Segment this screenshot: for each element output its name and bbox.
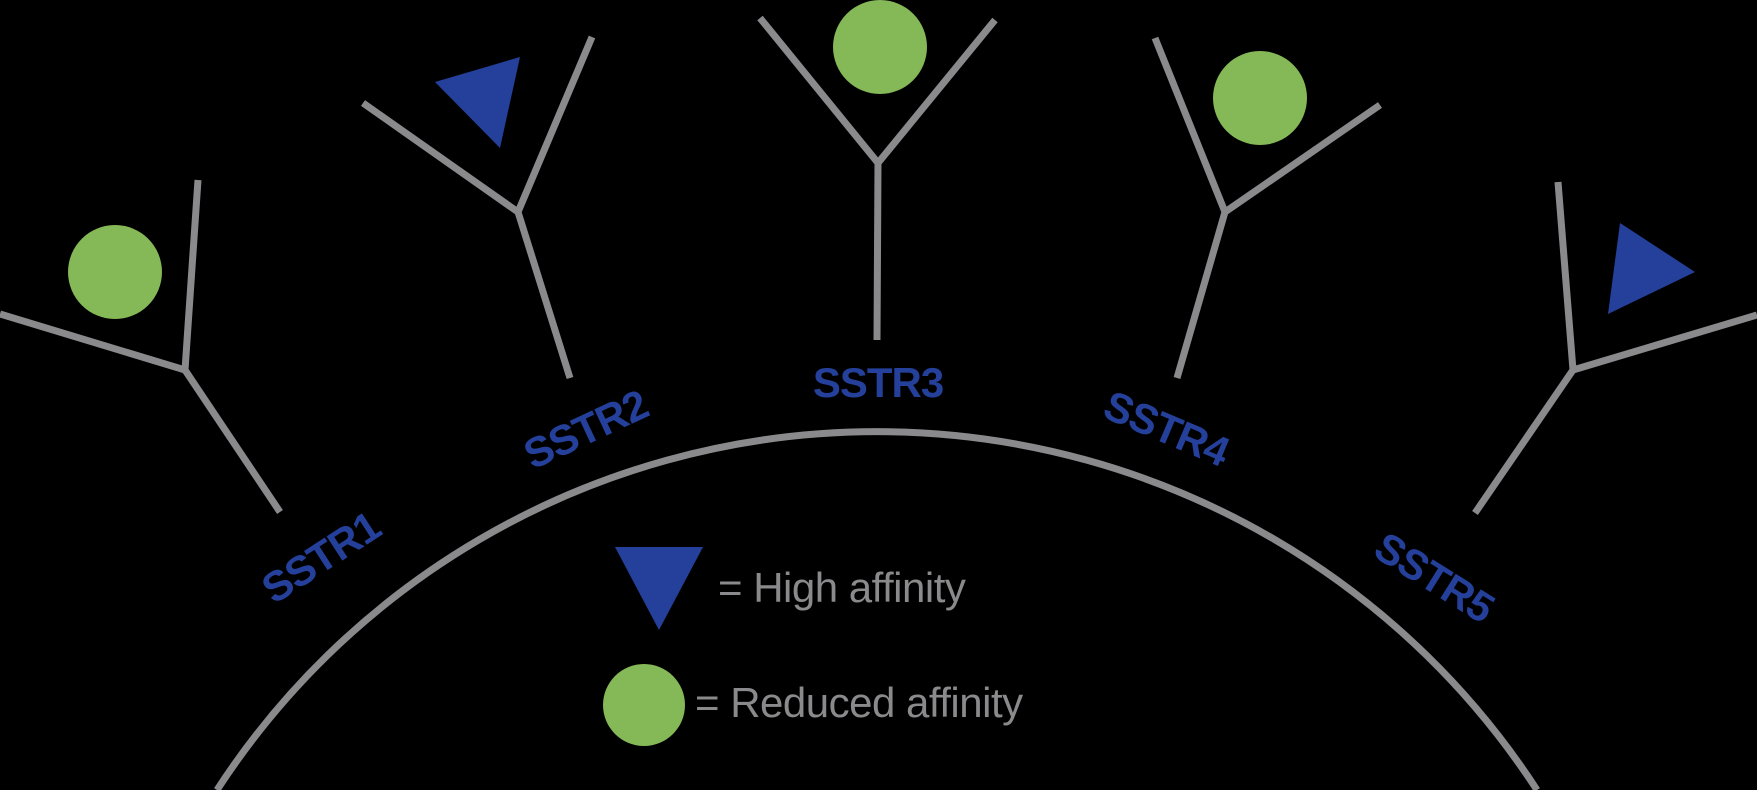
legend-reduced-affinity-label: = Reduced affinity (695, 679, 1023, 726)
receptor-y-shape (360, 35, 596, 380)
receptor-y-shape (1151, 36, 1382, 379)
receptor-y-shape (0, 179, 283, 514)
sstr2-label: SSTR2 (517, 381, 655, 479)
reduced-affinity-circle-icon (68, 225, 162, 319)
reduced-affinity-circle-icon (1213, 51, 1307, 145)
high-affinity-triangle-icon (1608, 223, 1695, 314)
legend-high-affinity-triangle-icon (615, 547, 703, 630)
receptor-sstr3: SSTR3 (757, 0, 998, 406)
high-affinity-triangle-icon (435, 57, 520, 148)
sstr1-label: SSTR1 (253, 502, 388, 613)
receptor-sstr5: SSTR5 (1366, 181, 1757, 632)
legend: = High affinity = Reduced affinity (603, 547, 1024, 746)
receptor-sstr4: SSTR4 (1097, 36, 1382, 476)
sstr4-label: SSTR4 (1097, 381, 1237, 476)
legend-reduced-affinity-circle-icon (603, 664, 685, 746)
cell-membrane-arc (214, 428, 1540, 790)
receptor-y-shape (757, 15, 998, 341)
legend-high-affinity-label: = High affinity (718, 564, 966, 611)
receptor-sstr1: SSTR1 (0, 179, 389, 613)
sstr3-label: SSTR3 (813, 359, 943, 406)
receptor-sstr2: SSTR2 (360, 35, 655, 479)
receptor-y-shape (1472, 181, 1757, 515)
reduced-affinity-circle-icon (833, 0, 927, 94)
